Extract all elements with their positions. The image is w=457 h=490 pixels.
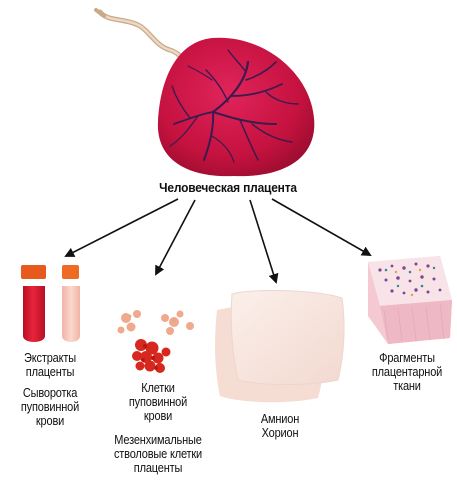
arrow-to-extracts	[66, 199, 178, 256]
label-mesenchymal-stem-cells: Мезенхимальные стволовые клетки плаценты	[103, 433, 212, 475]
placenta-illustration	[158, 38, 314, 176]
arrow-to-cells	[156, 200, 195, 274]
tissue-fragment-illustration	[368, 256, 452, 344]
cord-blood-cells-illustration	[118, 310, 195, 373]
diagram-title: Человеческая плацента	[136, 180, 320, 195]
label-placenta-extracts: Экстракты плаценты	[6, 351, 94, 379]
arrows	[66, 199, 370, 282]
label-amnion-chorion: Амнион Хорион	[236, 412, 324, 440]
extract-tubes-illustration	[21, 265, 80, 342]
label-tissue-fragments: Фрагменты плацентарной ткани	[363, 351, 451, 393]
arrow-to-tissue	[272, 199, 370, 255]
arrow-to-amnion	[250, 200, 276, 282]
amnion-chorion-illustration	[215, 291, 344, 403]
label-cord-blood-cells: Клетки пуповинной крови	[110, 381, 207, 423]
label-cord-blood-serum: Сыворотка пуповинной крови	[6, 386, 94, 428]
